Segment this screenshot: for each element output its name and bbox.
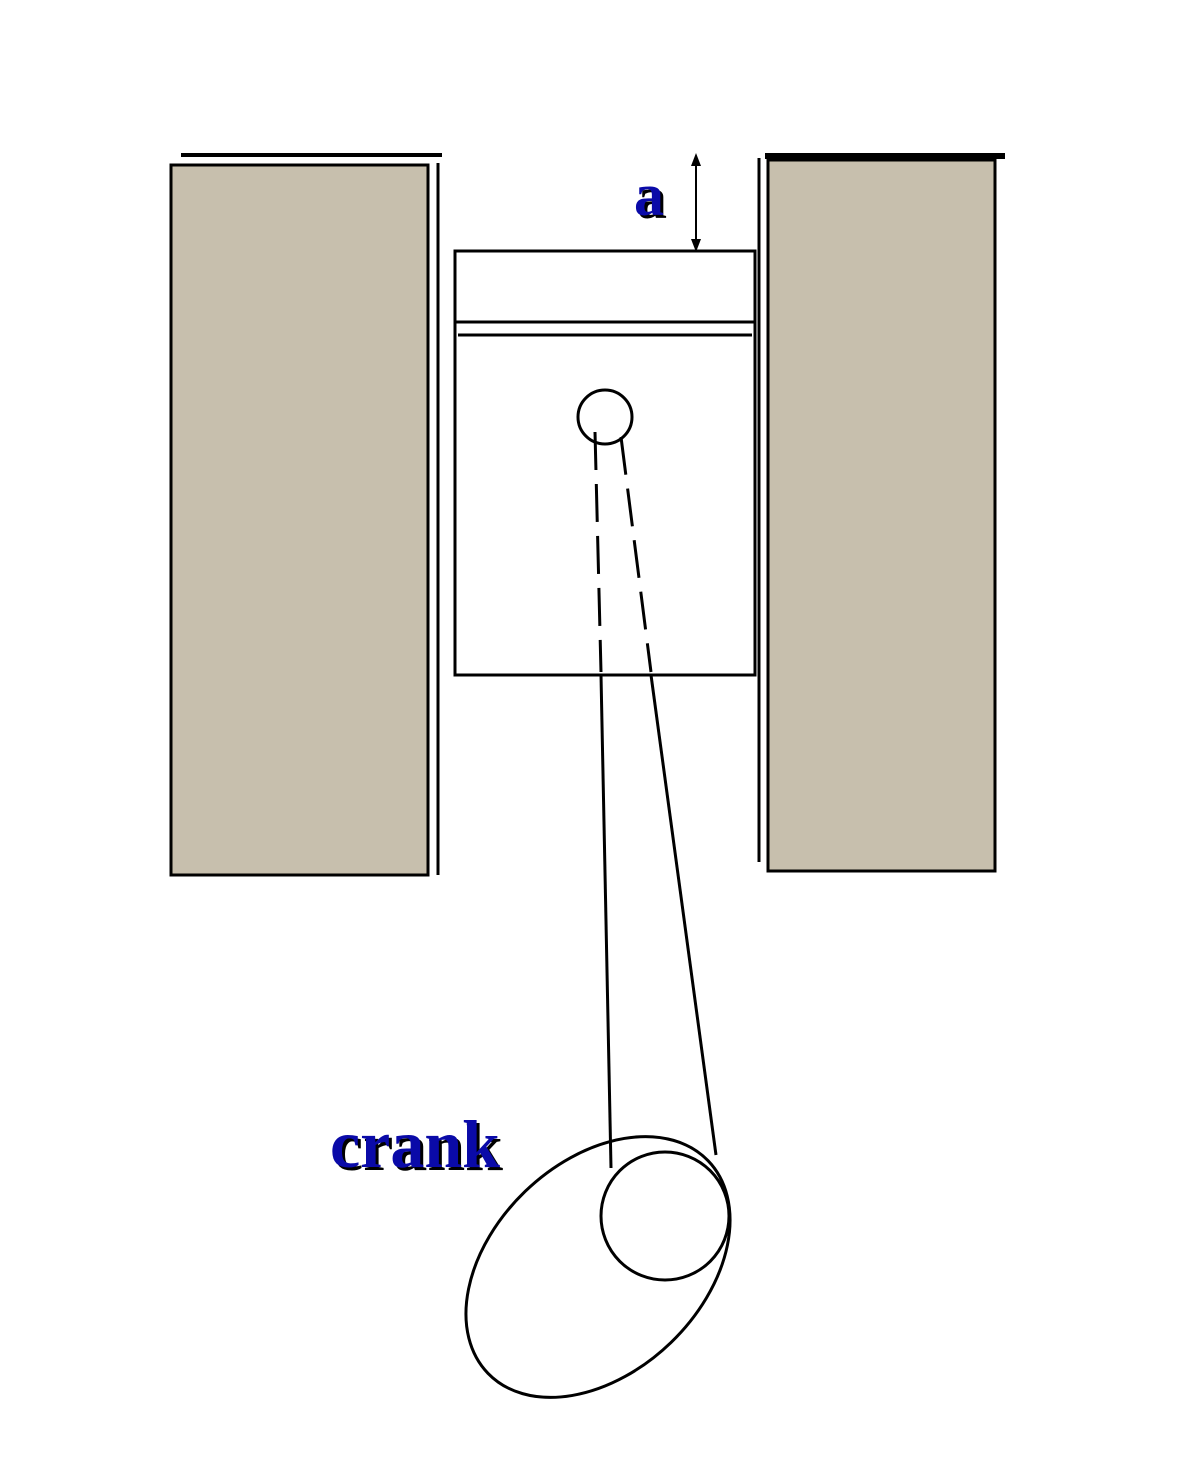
- clearance-label-text: a: [634, 162, 664, 228]
- crank-label: crank crank: [330, 1106, 503, 1185]
- piston: [453, 249, 757, 677]
- connecting-rod: [593, 431, 718, 1169]
- wrist-pin: [576, 388, 634, 446]
- crank-web: [464, 1135, 732, 1399]
- clearance-arrow-head-bottom: [691, 239, 701, 252]
- left-wall-block: [169, 163, 430, 877]
- piston-body: [453, 249, 757, 677]
- clearance-label: a a: [634, 162, 667, 231]
- crank-pin: [599, 1150, 731, 1282]
- left-cylinder-wall: [169, 153, 442, 877]
- rod-right-hidden: [619, 436, 653, 673]
- right-cylinder-wall: [757, 153, 1005, 873]
- crank-label-text: crank: [330, 1106, 500, 1182]
- crank-label-shadow: crank: [333, 1109, 503, 1185]
- crank: [464, 1135, 732, 1399]
- rod-right-edge: [649, 674, 718, 1156]
- clearance-dimension: [691, 153, 701, 252]
- rod-left-hidden: [593, 431, 603, 673]
- rod-left-edge: [599, 674, 613, 1169]
- clearance-arrow-head-top: [691, 153, 701, 166]
- right-wall-block: [766, 158, 997, 873]
- clearance-label-shadow: a: [637, 165, 667, 231]
